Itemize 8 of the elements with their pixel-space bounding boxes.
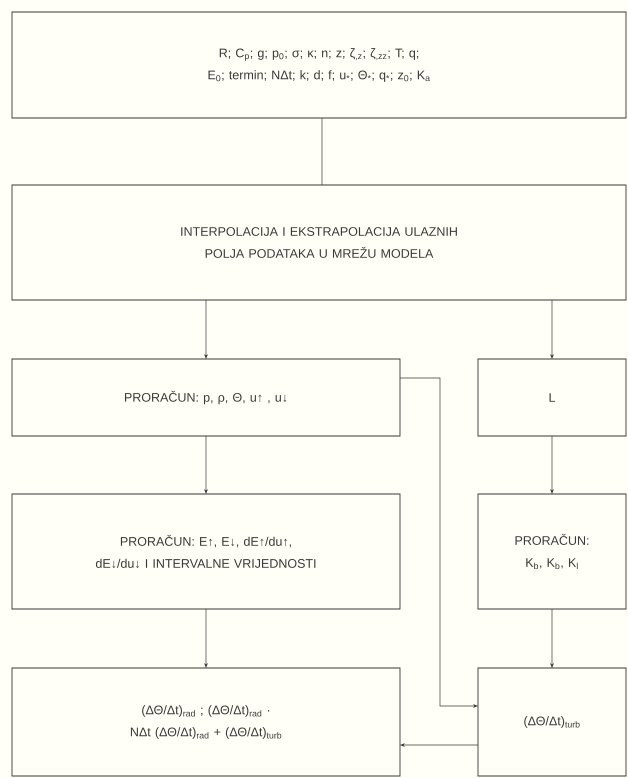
process-box: PRORAČUN: p, ρ, Θ, u↑ , u↓ xyxy=(12,358,400,436)
process-box: PRORAČUN: K$_{b}$, K$_{b}$, K$_{l}$ xyxy=(478,494,626,610)
process-box: L xyxy=(478,358,626,436)
process-box: (ΔΘ/Δt)$_{turb}$ xyxy=(478,668,626,776)
process-box: R; C$_{p}$; g; p$_{0}$; σ; κ; n; z; ζ$_{,z}$; ζ$_{,zz}$; T; q; E$_{0}$; termin; NΔt; k; d; f; u$_{*}$; Θ$_{*}$; q$_{*}$; z$_{0}$; K$_{a}$ xyxy=(12,12,626,118)
process-box: PRORAČUN: E↑, E↓, dE↑/du↑, dE↓/du↓ I INTERVALNE VRIJEDNOSTI xyxy=(12,494,400,610)
process-box: (ΔΘ/Δt)$_{rad}$ ; (ΔΘ/Δt)$_{rad}$ · NΔt (ΔΘ/Δt)$_{rad}$ + (ΔΘ/Δt)$_{turb}$ xyxy=(12,668,400,776)
process-box: INTERPOLACIJA I EKSTRAPOLACIJA ULAZNIH POLJA PODATAKA U MREŽU MODELA xyxy=(12,184,626,300)
